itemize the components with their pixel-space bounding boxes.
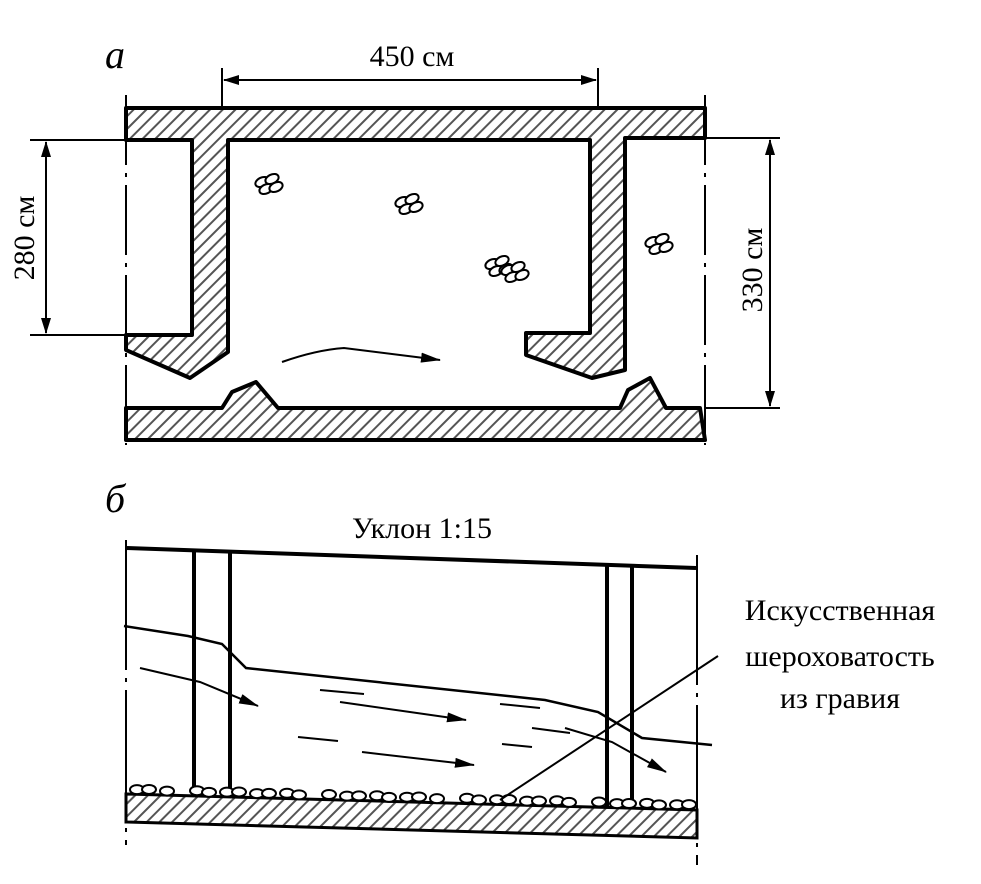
panel-b: б Уклон 1:15 Иску [105, 476, 935, 865]
bottom-slab [124, 376, 707, 442]
panel-a-letter: а [105, 32, 125, 77]
gravel-pebble [429, 793, 445, 805]
flow-arrow-b [339, 701, 467, 723]
gravel-pebble [381, 791, 397, 803]
water-surface-line [123, 624, 713, 747]
pebble-cluster [642, 230, 676, 258]
gravel-pebble [231, 786, 247, 798]
panel-b-letter: б [105, 476, 127, 521]
gravel-pebble [351, 790, 367, 802]
gravel-pebble [261, 787, 277, 799]
gravel-pebble [561, 796, 577, 808]
gravel-pebble [411, 791, 427, 803]
pebble-cluster [252, 170, 286, 198]
gravel-pebble [291, 789, 307, 801]
gravel-pebble [321, 788, 337, 800]
slope-label: Уклон 1:15 [352, 512, 492, 545]
roughness-label-line-3: из гравия [780, 682, 900, 715]
gravel-pebble [531, 795, 547, 807]
flow-arrow-b [139, 667, 259, 707]
flow-arrow-b [564, 727, 667, 773]
top-slab [124, 106, 707, 380]
flow-arrow-b [361, 751, 475, 768]
panel-a: а 450 см 280 см 330 см [8, 32, 780, 445]
gravel-pebble [681, 799, 697, 811]
top-boundary-line [125, 546, 697, 570]
dim-right-label: 330 см [736, 228, 769, 313]
flow-dashes [297, 689, 571, 748]
gravel-pebble [651, 799, 667, 811]
leader-line [499, 655, 719, 801]
gravel-pebble [159, 785, 175, 797]
roughness-label-line-2: шероховатость [745, 640, 934, 673]
gravel-pebbles [129, 783, 697, 811]
pebble-cluster [392, 190, 426, 218]
gravel-pebble [591, 796, 607, 808]
gravel-pebble [471, 794, 487, 806]
roughness-label-line-1: Искусственная [745, 594, 936, 627]
dim-left-label: 280 см [8, 196, 41, 281]
dim-top-label: 450 см [370, 40, 455, 73]
gravel-pebble [621, 797, 637, 809]
gravel-pebble [141, 783, 157, 795]
gravel-pebble [201, 786, 217, 798]
flow-arrow [281, 346, 441, 363]
